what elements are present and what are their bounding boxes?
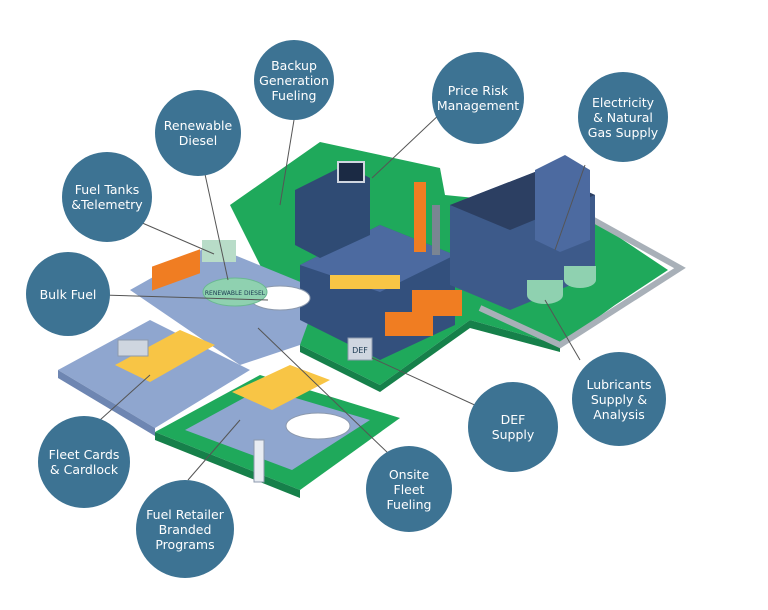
fleet-cards-pad-edge: [58, 370, 155, 436]
connector-price-risk: [371, 111, 443, 179]
renewable-diesel-label: Renewable Diesel: [163, 118, 233, 148]
factory-tower: [535, 155, 590, 252]
orange-truck-mid-2: [385, 312, 433, 336]
fleet-cards-bubble[interactable]: Fleet Cards & Cardlock: [38, 416, 130, 508]
monitor-screen: [337, 161, 365, 183]
def-supply-label: DEF Supply: [491, 412, 535, 442]
connector-bulk-fuel: [101, 294, 269, 301]
electricity-gas-label: Electricity & Natural Gas Supply: [587, 94, 659, 140]
connector-electricity: [554, 164, 586, 251]
lubricants-bubble[interactable]: Lubricants Supply & Analysis: [572, 352, 666, 446]
fuel-retailer-bubble[interactable]: Fuel Retailer Branded Programs: [136, 480, 234, 578]
renewable-diesel-tank-sign: RENEWABLE DIESEL: [205, 290, 266, 297]
generator-building: [295, 165, 370, 258]
bulk-fuel-bubble[interactable]: Bulk Fuel: [26, 252, 110, 336]
def-tote-sign: DEF: [352, 346, 368, 355]
connector-retailer: [187, 419, 241, 481]
orange-truck-left: [152, 249, 200, 291]
fuel-retailer-label: Fuel Retailer Branded Programs: [146, 506, 224, 552]
storage-tank-2-body: [564, 266, 596, 280]
electricity-gas-bubble[interactable]: Electricity & Natural Gas Supply: [578, 72, 668, 162]
connector-fuel-tanks: [139, 221, 215, 255]
renewable-diesel-bubble[interactable]: Renewable Diesel: [155, 90, 241, 176]
orange-truck-mid-1: [412, 290, 462, 316]
pipe-loop: [478, 215, 686, 349]
smokestack-back: [432, 205, 440, 255]
connector-lubricants: [544, 299, 581, 361]
retail-canopy: [232, 365, 330, 410]
connector-lines: [99, 111, 586, 481]
fuel-tanks-bubble[interactable]: Fuel Tanks &Telemetry: [62, 152, 152, 242]
storage-tank-1-body: [527, 280, 563, 295]
connector-backup-generation: [279, 119, 295, 206]
retail-station-pavement: [185, 388, 370, 470]
fuel-tanks-label: Fuel Tanks &Telemetry: [71, 182, 143, 212]
onsite-fleet-bubble[interactable]: Onsite Fleet Fueling: [366, 446, 452, 532]
connector-onsite: [257, 327, 391, 456]
lubricants-label: Lubricants Supply & Analysis: [586, 376, 652, 422]
retail-tanker: [285, 412, 351, 440]
connector-fleet-cards: [99, 374, 151, 421]
backup-generation-label: Backup Generation Fueling: [259, 57, 329, 103]
smokestack: [414, 182, 426, 252]
fleet-cards-label: Fleet Cards & Cardlock: [48, 447, 120, 477]
telemetry-box: [202, 240, 236, 262]
retail-price-sign: [253, 439, 265, 483]
onsite-fleet-label: Onsite Fleet Fueling: [386, 466, 432, 512]
connector-renewable-diesel: [202, 164, 229, 281]
price-risk-label: Price Risk Management: [436, 83, 520, 113]
main-grass-edge: [300, 320, 560, 392]
def-tote: [347, 337, 373, 361]
backup-generation-bubble[interactable]: Backup Generation Fueling: [254, 40, 334, 120]
price-risk-bubble[interactable]: Price Risk Management: [432, 52, 524, 144]
bulk-fuel-label: Bulk Fuel: [39, 286, 97, 302]
cardlock-canopy: [115, 330, 215, 382]
fleet-card-graphic: [117, 339, 149, 357]
conveyor-belt: [330, 275, 400, 289]
connector-def: [371, 357, 491, 413]
def-supply-bubble[interactable]: DEF Supply: [468, 382, 558, 472]
